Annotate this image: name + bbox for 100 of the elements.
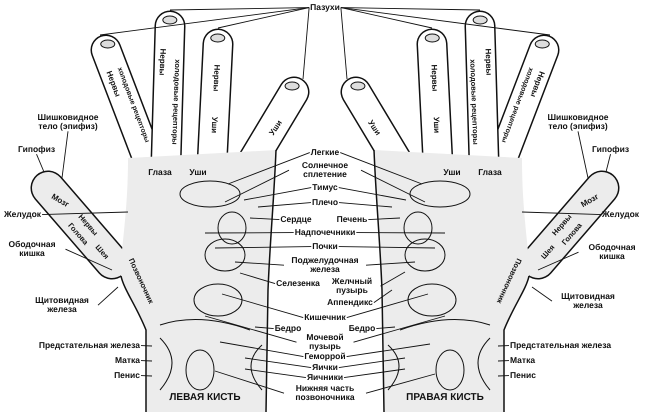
leader-line <box>498 360 510 362</box>
leader-line <box>258 202 312 208</box>
leader-line <box>346 294 428 318</box>
organ-label: Аппендикс <box>327 298 373 308</box>
leader-line <box>254 326 274 330</box>
organ-label: Солнечное сплетение <box>290 161 360 180</box>
leader-line <box>244 368 306 378</box>
zone-label: Нервы <box>158 48 166 76</box>
organ-label: Предстательная железа <box>510 341 612 350</box>
zone-label: Мозг <box>50 192 70 210</box>
leader-line <box>140 375 152 376</box>
leader-line <box>244 187 312 200</box>
leader-line <box>140 360 152 362</box>
leader-line <box>346 344 430 358</box>
leader-line <box>36 154 44 172</box>
leader-line <box>344 368 406 378</box>
leader-line <box>240 272 276 284</box>
leader-line <box>340 152 422 184</box>
leader-line <box>338 358 406 368</box>
organ-label: Ободочная кишка <box>0 240 64 258</box>
organ-label: Щитовидная железа <box>553 292 623 310</box>
leader-line <box>224 170 290 202</box>
leader-line <box>340 7 480 10</box>
leader-line <box>204 316 297 343</box>
leader-line <box>338 246 436 248</box>
zone-label: Уши <box>210 116 218 134</box>
zone-label: Нервы <box>212 64 220 92</box>
leader-line <box>234 262 284 266</box>
organ-label: Желудок <box>602 210 640 220</box>
organ-label: Яичники <box>306 373 344 382</box>
leader-line <box>498 345 510 346</box>
leader-line <box>366 374 436 394</box>
leader-line <box>522 212 602 216</box>
organ-label: Шишковидное тело (эпифиз) <box>30 113 106 132</box>
organ-label: Селезенка <box>276 279 320 288</box>
organ-label: Ободочная кишка <box>580 243 644 262</box>
organ-label: Сердце <box>280 215 312 224</box>
organ-label: Печень <box>336 215 368 224</box>
leader-line <box>356 232 446 234</box>
zone-label: Мозг <box>580 192 600 210</box>
leader-line <box>65 248 112 270</box>
zone-label: Уши <box>432 116 440 134</box>
leader-line <box>244 358 312 368</box>
organ-label: Пазухи <box>310 3 340 12</box>
leader-line <box>62 130 68 178</box>
leader-line <box>214 370 284 394</box>
leader-line <box>140 345 152 346</box>
zone-label: Уши <box>189 168 207 176</box>
leader-line <box>170 7 310 10</box>
zone-label: Нервы <box>484 48 492 76</box>
leader-line <box>532 286 552 302</box>
leader-line <box>204 232 294 234</box>
zone-label: Глаза <box>478 168 502 176</box>
leader-line <box>606 154 611 172</box>
leader-line <box>250 218 280 220</box>
organ-label: Шишковидное тело (эпифиз) <box>540 113 616 132</box>
leader-line <box>228 152 310 184</box>
leader-line <box>340 7 432 28</box>
organ-label: Предстательная железа <box>38 341 140 350</box>
leader-line <box>373 290 392 304</box>
organ-label: Надпочечники <box>294 228 356 238</box>
organ-label: Тимус <box>312 183 338 192</box>
zone-label: Нервы <box>430 64 438 92</box>
leader-line <box>340 7 348 80</box>
leader-line <box>338 187 406 200</box>
leader-line <box>380 272 406 287</box>
organ-label: Матка <box>114 356 140 366</box>
leader-line <box>366 262 416 266</box>
organ-label: Поджелудочная железа <box>285 256 365 274</box>
leader-line <box>220 342 304 358</box>
zone-label: Уши <box>443 168 461 176</box>
organ-label: Пенис <box>114 371 140 380</box>
leader-line <box>338 202 392 208</box>
hand-caption: ЛЕВАЯ КИСТЬ <box>169 393 241 403</box>
leader-line <box>368 218 400 220</box>
organ-label: Кишечник <box>304 313 346 322</box>
organ-label: Гипофиз <box>18 145 56 154</box>
leader-line <box>498 375 510 376</box>
organ-label: Желудок <box>4 210 42 220</box>
leader-line <box>302 7 310 80</box>
organ-label: Желчный пузырь <box>324 277 380 296</box>
leader-line <box>222 294 304 318</box>
leader-line <box>376 326 396 330</box>
organ-label: Легкие <box>310 148 340 158</box>
leader-line <box>578 130 588 178</box>
organ-label: Бедро <box>348 324 376 334</box>
organ-label: Плечо <box>312 198 338 208</box>
leader-line <box>214 246 312 248</box>
organ-label: Гипофиз <box>592 145 630 154</box>
organ-label: Бедро <box>274 324 302 334</box>
leader-line <box>218 7 310 28</box>
organ-label: Геморрой <box>304 352 346 362</box>
organ-label: Яички <box>312 363 338 372</box>
organ-label: Мочевой пузырь <box>298 333 352 352</box>
organ-label: Пенис <box>510 371 536 380</box>
leader-line <box>360 170 426 202</box>
leader-line <box>98 286 118 306</box>
organ-label: Нижняя часть позвоночника <box>285 384 365 402</box>
hand-caption: ПРАВАЯ КИСТЬ <box>406 393 484 403</box>
leader-line <box>353 316 446 343</box>
